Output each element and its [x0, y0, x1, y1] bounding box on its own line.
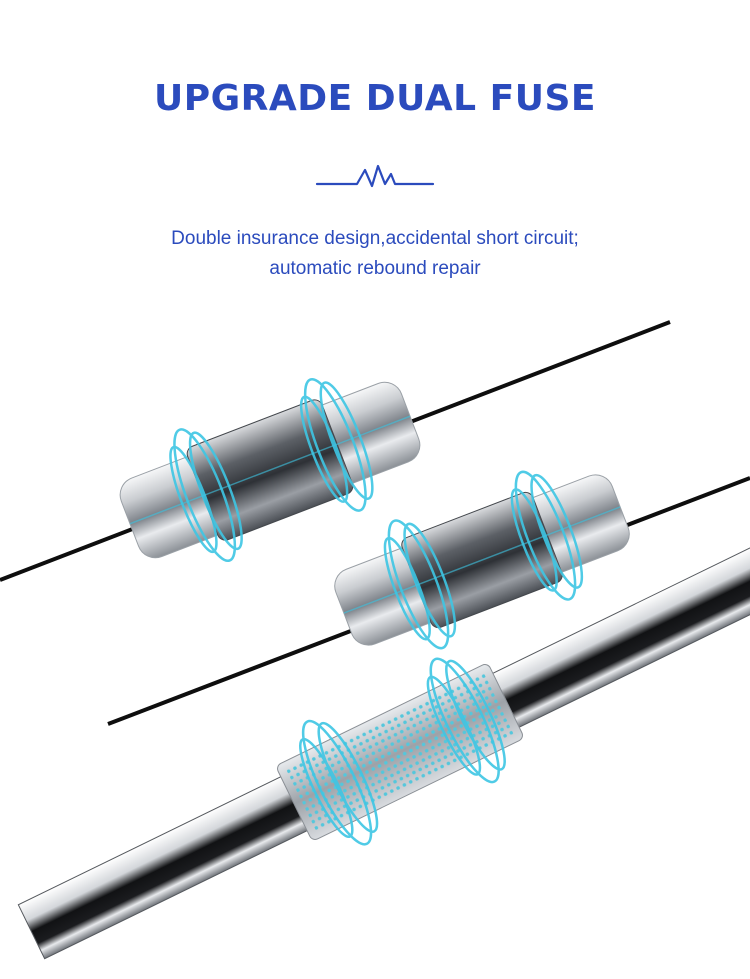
page-title: UPGRADE DUAL FUSE [154, 78, 596, 119]
subtitle-line-2: automatic rebound repair [269, 258, 481, 279]
lower-mesh-fuse [17, 544, 750, 960]
middle-cartridge-fuse [107, 470, 750, 726]
pulse-divider-icon [315, 164, 435, 188]
upper-cartridge-fuse [0, 320, 671, 582]
fuse-illustration [0, 320, 750, 960]
subtitle-line-1: Double insurance design,accidental short… [171, 228, 579, 249]
